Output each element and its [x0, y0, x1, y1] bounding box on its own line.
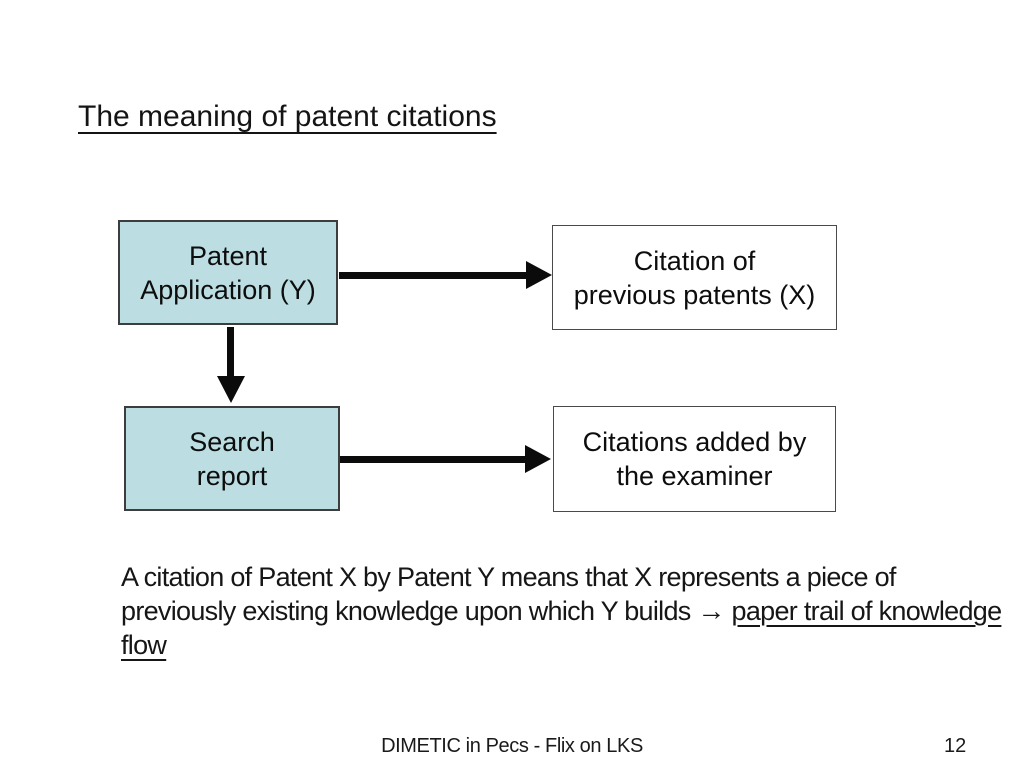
arrow-patent-to-citation-shaft: [339, 272, 527, 279]
arrow-search-to-examiner-shaft: [340, 456, 526, 463]
body-paragraph: A citation of Patent X by Patent Y means…: [121, 560, 1013, 662]
arrow-patent-to-search-head: [217, 376, 245, 403]
box-search-report: Search report: [124, 406, 340, 511]
page-number: 12: [944, 735, 967, 757]
right-arrow-glyph-icon: →: [697, 595, 725, 626]
slide-title: The meaning of patent citations: [78, 100, 497, 133]
box-patent-application-line1: Patent: [188, 240, 268, 271]
footer-text: DIMETIC in Pecs - Flix on LKS: [381, 735, 643, 757]
arrow-search-to-examiner-head: [525, 445, 551, 473]
box-citations-added-examiner-line1: Citations added by: [582, 427, 807, 457]
arrow-patent-to-search-shaft: [227, 327, 234, 377]
arrow-patent-to-citation-head: [526, 261, 552, 289]
box-citations-added-examiner-line2: the examiner: [616, 461, 773, 491]
body-underlined-phrase: paper trail of knowledge flow: [121, 596, 1002, 660]
box-citation-previous-patents-line1: Citation of: [633, 245, 756, 276]
box-citation-previous-patents: Citation of previous patents (X): [552, 225, 837, 330]
box-citations-added-examiner: Citations added by the examiner: [553, 406, 836, 512]
body-text: A citation of Patent X by Patent Y means…: [121, 562, 896, 626]
box-search-report-line2: report: [196, 460, 268, 491]
box-search-report-line1: Search: [189, 426, 275, 457]
box-citation-previous-patents-line2: previous patents (X): [573, 279, 816, 310]
box-patent-application: Patent Application (Y): [118, 220, 338, 325]
box-patent-application-line2: Application (Y): [140, 274, 316, 305]
